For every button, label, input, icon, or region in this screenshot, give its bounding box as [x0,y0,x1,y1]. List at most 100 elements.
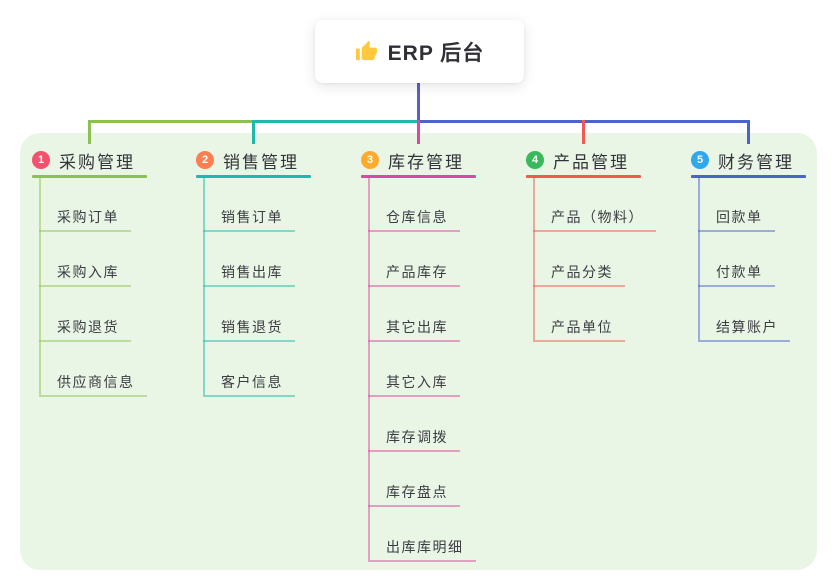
child-node[interactable]: 产品库存 [368,259,460,287]
trunk-line [417,83,420,123]
branch-child-vline [698,178,700,340]
branch-underline [691,175,806,178]
branch-title[interactable]: 3 库存管理 [361,148,511,172]
child-node[interactable]: 销售订单 [203,204,295,232]
branch-node: 2 销售管理销售订单销售出库销售退货客户信息 [196,148,346,397]
child-underline [39,230,131,232]
child-underline [368,340,460,342]
child-node-label: 仓库信息 [386,209,448,225]
child-underline [368,450,460,452]
child-underline [368,230,460,232]
child-node-label: 产品单位 [551,319,613,335]
child-underline [203,340,295,342]
child-node[interactable]: 库存调拨 [368,424,460,452]
child-node-label: 采购订单 [57,209,119,225]
child-node-label: 采购退货 [57,319,119,335]
thumbs-up-icon [355,40,378,63]
branch-node: 5 财务管理回款单付款单结算账户 [691,148,839,342]
branch-underline [361,175,476,178]
branch-drop-line [252,120,255,144]
branch-underline [32,175,147,178]
branch-title[interactable]: 4 产品管理 [526,148,676,172]
child-node[interactable]: 回款单 [698,204,775,232]
child-underline [39,285,131,287]
branch-title[interactable]: 2 销售管理 [196,148,346,172]
child-underline [698,230,775,232]
child-node[interactable]: 采购订单 [39,204,131,232]
child-node-label: 产品库存 [386,264,448,280]
root-node-label: ERP 后台 [387,41,485,65]
child-node-label: 产品（物料） [551,209,644,225]
child-node[interactable]: 采购入库 [39,259,131,287]
child-underline [368,395,460,397]
child-node[interactable]: 结算账户 [698,314,790,342]
child-node[interactable]: 销售退货 [203,314,295,342]
branch-node: 4 产品管理产品（物料） 产品分类产品单位 [526,148,676,342]
child-node-label: 结算账户 [716,319,778,335]
branch-node: 3 库存管理仓库信息产品库存其它出库其它入库库存调拨库存盘点出库库明细 [361,148,511,562]
child-node[interactable]: 产品单位 [533,314,625,342]
child-underline [533,230,656,232]
branch-number-badge: 2 [196,151,214,169]
child-node[interactable]: 客户信息 [203,369,295,397]
branch-child-vline [368,178,370,560]
branch-title[interactable]: 1 采购管理 [32,148,182,172]
child-node-label: 销售退货 [221,319,283,335]
child-node-label: 客户信息 [221,374,283,390]
child-underline [533,340,625,342]
child-underline [698,285,775,287]
child-node[interactable]: 产品（物料） [533,204,656,232]
child-node[interactable]: 供应商信息 [39,369,147,397]
branch-node: 1 采购管理采购订单采购入库采购退货供应商信息 [32,148,182,397]
child-underline [203,395,295,397]
child-node[interactable]: 仓库信息 [368,204,460,232]
child-node-label: 出库库明细 [386,539,464,555]
child-node[interactable]: 产品分类 [533,259,625,287]
child-node-label: 回款单 [716,209,763,225]
child-underline [39,395,147,397]
child-node[interactable]: 库存盘点 [368,479,460,507]
child-underline [368,285,460,287]
branch-number-badge: 5 [691,151,709,169]
child-node[interactable]: 其它出库 [368,314,460,342]
bus-segment [252,120,417,123]
child-node-label: 销售出库 [221,264,283,280]
child-underline [203,285,295,287]
branch-drop-line [88,120,91,144]
child-underline [368,560,476,562]
branch-drop-line [417,120,420,144]
child-node-label: 库存调拨 [386,429,448,445]
child-node-label: 付款单 [716,264,763,280]
branch-underline [526,175,641,178]
branch-label: 销售管理 [223,152,299,172]
branch-title[interactable]: 5 财务管理 [691,148,839,172]
child-node[interactable]: 其它入库 [368,369,460,397]
branch-label: 库存管理 [388,152,464,172]
branch-number-badge: 1 [32,151,50,169]
child-underline [368,505,460,507]
child-node[interactable]: 采购退货 [39,314,131,342]
child-node-label: 产品分类 [551,264,613,280]
child-underline [533,285,625,287]
branch-number-badge: 3 [361,151,379,169]
branches-panel [20,133,817,570]
branch-number-badge: 4 [526,151,544,169]
child-node[interactable]: 付款单 [698,259,775,287]
branch-label: 财务管理 [718,152,794,172]
child-node-label: 采购入库 [57,264,119,280]
child-node-label: 其它入库 [386,374,448,390]
child-node-label: 库存盘点 [386,484,448,500]
root-node[interactable]: ERP 后台 [315,20,524,83]
child-node[interactable]: 出库库明细 [368,534,476,562]
branch-label: 产品管理 [553,152,629,172]
child-node[interactable]: 销售出库 [203,259,295,287]
child-node-label: 销售订单 [221,209,283,225]
branch-label: 采购管理 [59,152,135,172]
child-underline [39,340,131,342]
branch-child-vline [533,178,535,340]
branch-underline [196,175,311,178]
child-underline [698,340,790,342]
bus-segment [88,120,252,123]
child-underline [203,230,295,232]
